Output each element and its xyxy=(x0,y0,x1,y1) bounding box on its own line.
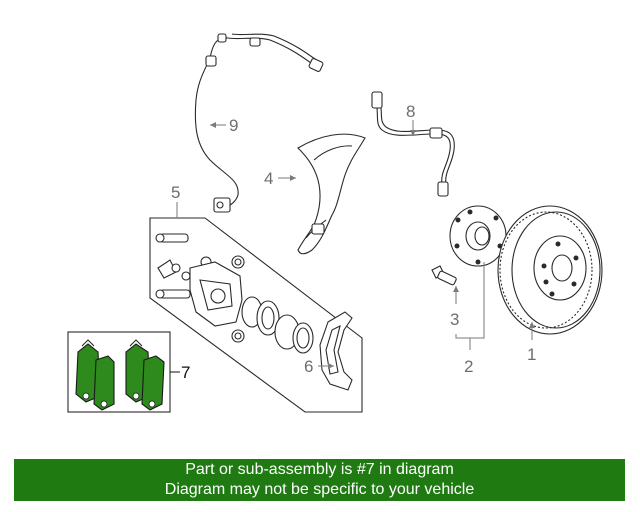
abs-sensor-wire xyxy=(194,33,324,213)
caliper-parts xyxy=(155,233,314,354)
callout-4-label: 4 xyxy=(264,169,273,188)
caliper-bracket xyxy=(319,311,353,391)
brake-parts-diagram: 9 8 4 5 xyxy=(67,33,603,413)
callout-3-label: 3 xyxy=(450,310,459,329)
callout-5: 5 xyxy=(171,183,180,218)
brake-hose xyxy=(371,91,455,197)
callout-4: 4 xyxy=(264,169,296,188)
callout-1: 1 xyxy=(527,322,536,364)
brake-rotor xyxy=(497,205,603,335)
banner-line-1: Part or sub-assembly is #7 in diagram xyxy=(185,461,454,478)
callout-9: 9 xyxy=(210,116,238,135)
callout-2-label: 2 xyxy=(464,357,473,376)
wheel-hub xyxy=(449,205,507,267)
callout-9-label: 9 xyxy=(229,116,238,135)
callout-7-label: 7 xyxy=(181,363,190,382)
callout-8-label: 8 xyxy=(406,102,415,121)
callout-5-label: 5 xyxy=(171,183,180,202)
callout-7: 7 xyxy=(170,363,190,382)
callout-3: 3 xyxy=(450,286,459,329)
callout-8: 8 xyxy=(406,102,416,136)
guide-pin-upper xyxy=(155,233,189,243)
caliper-assembly-box xyxy=(149,217,363,413)
callout-6-label: 6 xyxy=(304,357,313,376)
callout-2: 2 xyxy=(455,262,485,376)
brake-pad-set xyxy=(67,331,171,413)
guide-pin-lower xyxy=(155,289,191,299)
hub-bolt xyxy=(431,265,457,286)
banner-line-2: Diagram may not be specific to your vehi… xyxy=(164,481,475,498)
info-banner: Part or sub-assembly is #7 in diagram Di… xyxy=(14,459,625,501)
dust-shield xyxy=(297,133,366,255)
callout-1-label: 1 xyxy=(527,345,536,364)
callout-6: 6 xyxy=(304,357,334,376)
